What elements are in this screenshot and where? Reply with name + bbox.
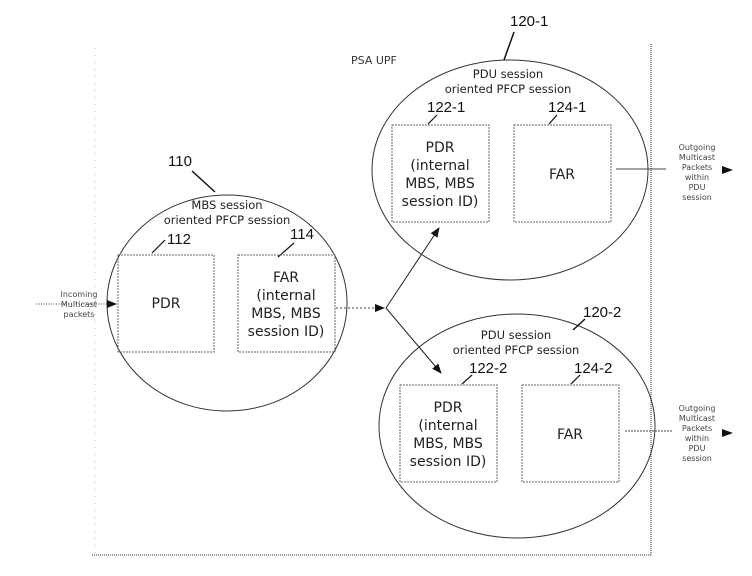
pdu-session-1-group: 120-1 PDU session oriented PFCP session … bbox=[371, 13, 733, 281]
pdu-1-pdr-ref: 122-1 bbox=[427, 99, 465, 116]
mbs-far-ref: 114 bbox=[290, 226, 314, 243]
pdu-session-1-title-1: PDU session bbox=[473, 67, 543, 81]
pdu-1-outgoing-line-1: Outgoing bbox=[679, 143, 716, 152]
pdu-session-2-title-2: oriented PFCP session bbox=[453, 343, 580, 357]
mbs-far-line-4: session ID) bbox=[248, 324, 325, 340]
pdu-1-outgoing-line-5: PDU bbox=[689, 183, 706, 192]
pdu-1-pdr-box bbox=[391, 124, 490, 223]
pdu-2-pdr-box bbox=[399, 384, 498, 483]
pdu-2-pdr-leader bbox=[461, 374, 473, 385]
pdu-session-1-ref: 120-1 bbox=[510, 13, 548, 30]
incoming-packets: Incoming Multicast packets bbox=[36, 290, 117, 319]
pdu-2-outgoing-line-1: Outgoing bbox=[679, 404, 716, 413]
pdu-1-outgoing-line-2: Multicast bbox=[679, 153, 715, 162]
pdu-session-2-group: 120-2 PDU session oriented PFCP session … bbox=[378, 304, 733, 539]
pdu-2-far-ref: 124-2 bbox=[574, 360, 612, 377]
pdu-2-pdr-line-4: session ID) bbox=[410, 454, 487, 470]
mbs-session-title-1: MBS session bbox=[191, 198, 262, 212]
pdu-1-far-ref: 124-1 bbox=[548, 99, 586, 116]
incoming-line-1: Incoming bbox=[61, 290, 98, 299]
split-arrow-to-pdu-1 bbox=[385, 227, 440, 309]
pdu-2-pdr-line-3: MBS, MBS bbox=[413, 436, 483, 452]
pdu-1-pdr-leader bbox=[427, 114, 438, 125]
pdu-2-far-leader bbox=[570, 374, 581, 385]
pdu-session-1-ellipse bbox=[371, 59, 649, 281]
pdu-2-pdr-line-1: PDR bbox=[434, 400, 463, 416]
pdu-1-pdr-line-4: session ID) bbox=[402, 194, 479, 210]
pdu-2-outgoing-line-2: Multicast bbox=[679, 414, 715, 423]
mbs-pdr-leader bbox=[151, 239, 166, 254]
split-arrow-to-pdu-2 bbox=[385, 307, 442, 374]
mbs-far-line-2: (internal bbox=[256, 288, 315, 304]
mbs-session-group: 110 MBS session oriented PFCP session 11… bbox=[106, 153, 348, 412]
pdu-session-1-title-2: oriented PFCP session bbox=[445, 82, 572, 96]
pdu-session-2-leader bbox=[572, 318, 586, 331]
pdu-1-pdr-line-3: MBS, MBS bbox=[405, 176, 475, 192]
mbs-pdr-ref: 112 bbox=[167, 231, 191, 248]
pdu-session-2-ellipse bbox=[378, 313, 656, 539]
pdu-2-outgoing-line-4: within bbox=[685, 434, 709, 443]
pdu-session-2-ref: 120-2 bbox=[583, 304, 621, 321]
mbs-session-title-2: oriented PFCP session bbox=[164, 213, 291, 227]
pdu-1-pdr-line-2: (internal bbox=[410, 158, 469, 174]
pdu-1-outgoing-label: Outgoing Multicast Packets within PDU se… bbox=[679, 143, 716, 202]
pdu-1-outgoing-arrowhead bbox=[722, 166, 733, 174]
frame-label: PSA UPF bbox=[351, 54, 397, 67]
psa-upf-frame: PSA UPF bbox=[92, 44, 652, 556]
mbs-session-leader bbox=[191, 170, 216, 193]
pdu-1-pdr-line-1: PDR bbox=[426, 140, 455, 156]
incoming-line-3: packets bbox=[64, 310, 95, 319]
mbs-pdr-label: PDR bbox=[152, 296, 181, 312]
pdu-2-outgoing-line-6: session bbox=[682, 454, 712, 463]
mbs-far-line-3: MBS, MBS bbox=[251, 306, 321, 322]
pdu-2-outgoing-line-3: Packets bbox=[682, 424, 712, 433]
pdu-2-outgoing-line-5: PDU bbox=[689, 444, 706, 453]
pdu-session-1-leader bbox=[503, 31, 515, 61]
pdu-1-outgoing-line-6: session bbox=[682, 193, 712, 202]
pdu-1-far-leader bbox=[548, 114, 558, 125]
mbs-far-box bbox=[237, 254, 336, 353]
pdu-2-far-box bbox=[521, 384, 620, 483]
mbs-far-line-1: FAR bbox=[273, 270, 299, 286]
pdu-2-far-label: FAR bbox=[557, 427, 583, 443]
mbs-pdr-box bbox=[117, 254, 215, 353]
pdu-1-far-box bbox=[513, 124, 612, 223]
pdu-session-2-title-1: PDU session bbox=[481, 328, 551, 342]
pdu-1-far-label: FAR bbox=[549, 167, 575, 183]
pdu-2-pdr-ref: 122-2 bbox=[469, 360, 507, 377]
pdu-2-outgoing-arrowhead bbox=[722, 429, 733, 437]
pdu-2-pdr-line-2: (internal bbox=[418, 418, 477, 434]
pdu-1-outgoing-line-4: within bbox=[685, 173, 709, 182]
mbs-session-ref: 110 bbox=[168, 153, 192, 170]
pdu-1-outgoing-line-3: Packets bbox=[682, 163, 712, 172]
pdu-2-outgoing-label: Outgoing Multicast Packets within PDU se… bbox=[679, 404, 716, 463]
